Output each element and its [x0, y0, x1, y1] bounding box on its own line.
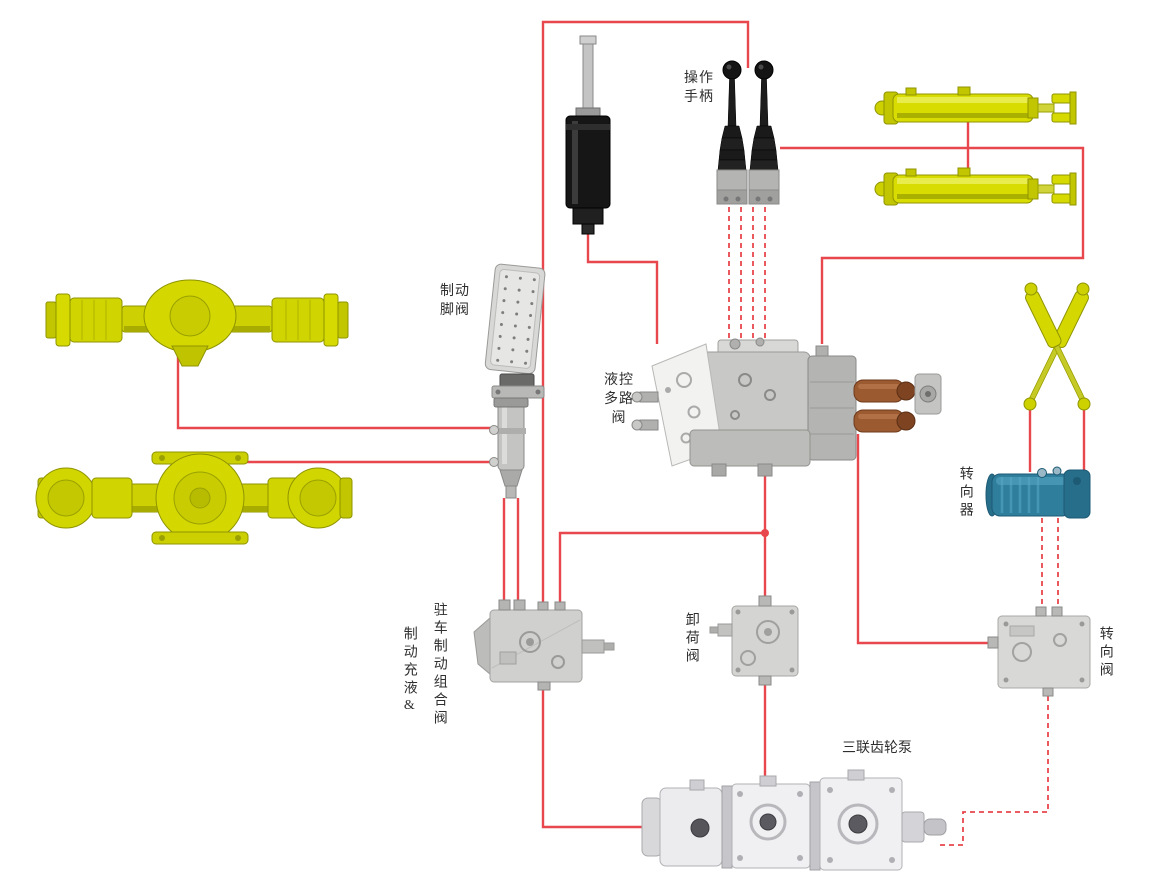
steering-unit: [985, 466, 1091, 519]
hydraulic-lines: [176, 20, 1086, 846]
lift-cylinder-lower: [874, 167, 1077, 206]
rear-drive-axle: [35, 451, 353, 545]
control-levers: [716, 60, 780, 205]
line-junction-dot: [761, 529, 769, 537]
pilot-line: [940, 696, 1049, 846]
pedal-valve-port: [489, 457, 499, 467]
label-operating-handle: 操作手柄: [684, 71, 714, 105]
steering-valve: [987, 606, 1091, 697]
solenoid-coils: [853, 379, 916, 433]
steering-cylinders: [1023, 282, 1091, 411]
brake-accumulator: [565, 35, 611, 235]
hose-line: [176, 356, 492, 430]
hose-line: [541, 20, 750, 610]
hose-line: [586, 232, 659, 344]
label-pilot-multiway-valve: 液控多路阀: [604, 373, 634, 426]
label-brake-charging: 制动充液&: [401, 626, 417, 717]
label-triple-gear-pump: 三联齿轮泵: [842, 741, 912, 756]
label-parking-brake-combo-valve: 驻车制动组合阀: [431, 602, 447, 728]
label-brake-foot-valve: 制动脚阀: [440, 284, 470, 318]
parking-brake-combo-valve: [473, 599, 615, 691]
brake-foot-valve: [484, 263, 546, 499]
hose-line: [856, 434, 998, 645]
unloading-valve: [709, 595, 799, 686]
label-steering-valve: 转向阀: [1097, 626, 1113, 680]
control-lever-right: [748, 60, 780, 205]
hose-line: [558, 531, 765, 608]
label-steering-unit: 转向器: [957, 466, 973, 520]
pedal-pad: [484, 263, 546, 375]
pilot-multiway-valve: [631, 337, 942, 477]
front-drive-axle: [45, 279, 349, 367]
pedal-valve-port: [489, 425, 499, 435]
axle-bottom-bracket: [171, 345, 209, 367]
pump-port: [759, 813, 777, 831]
control-lever-left: [716, 60, 748, 205]
hose-line: [780, 146, 1085, 344]
pilot-lines-dashed: [728, 207, 1059, 846]
lift-cylinder-upper: [874, 86, 1077, 125]
triple-gear-pump: [641, 769, 947, 871]
label-unloading-valve: 卸荷阀: [683, 612, 699, 666]
pump-port: [690, 818, 710, 838]
